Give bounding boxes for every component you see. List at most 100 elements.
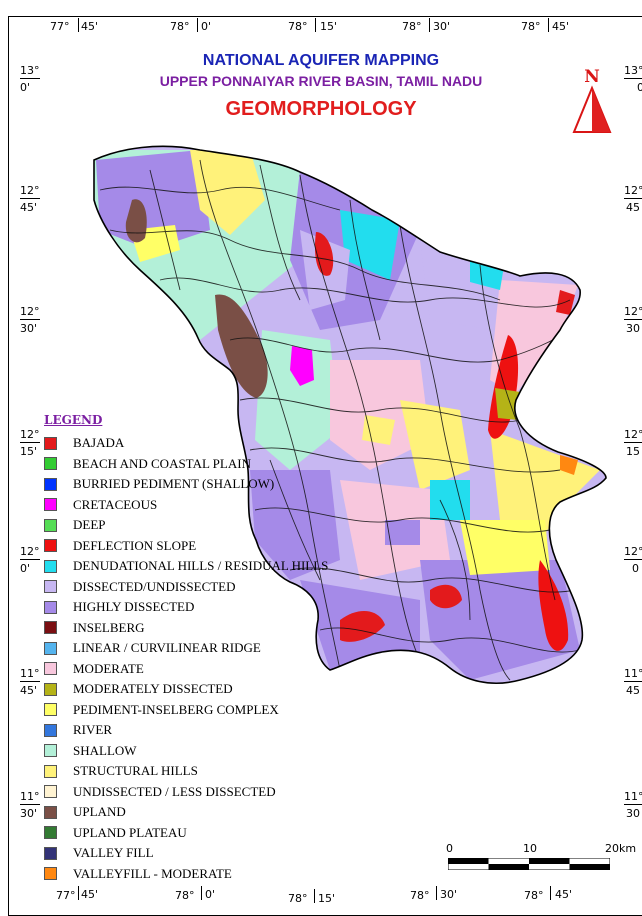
legend-label: PEDIMENT-INSELBERG COMPLEX — [73, 701, 279, 717]
scale-bar-segment — [569, 864, 610, 870]
legend-label: HIGHLY DISSECTED — [73, 599, 195, 615]
bottom-tick-deg: 78° — [410, 889, 430, 902]
right-tick-deg: 12° — [624, 428, 642, 443]
left-tick-min: 30' — [20, 322, 38, 335]
tick-separator — [550, 886, 551, 900]
left-tick-min: 0' — [20, 81, 31, 94]
left-tick-deg: 13° — [20, 64, 40, 79]
north-arrow-fill — [592, 88, 610, 132]
legend-item: UPLAND — [44, 802, 328, 823]
bottom-tick-deg: 78° — [175, 889, 195, 902]
tick-separator — [314, 889, 315, 903]
left-tick-min: 45' — [20, 684, 38, 697]
top-tick-min: 30' — [433, 20, 451, 33]
left-tick: 11°30' — [20, 790, 40, 820]
tick-separator — [201, 886, 202, 900]
bottom-tick-min: 30' — [440, 888, 458, 901]
north-label: N — [584, 67, 600, 87]
legend-label: LINEAR / CURVILINEAR RIDGE — [73, 640, 261, 656]
scale-label-mid: 10 — [523, 842, 537, 855]
legend-item: UPLAND PLATEAU — [44, 823, 328, 844]
legend-item: BAJADA — [44, 433, 328, 454]
left-tick-deg: 11° — [20, 790, 40, 805]
legend-label: INSELBERG — [73, 619, 145, 635]
legend-item: CRETACEOUS — [44, 495, 328, 516]
legend-label: STRUCTURAL HILLS — [73, 763, 198, 779]
tick-separator — [197, 18, 198, 32]
legend-label: UPLAND PLATEAU — [73, 824, 187, 840]
top-tick-deg: 78° — [521, 20, 541, 33]
legend-swatch — [44, 785, 57, 799]
legend-swatch — [44, 744, 57, 758]
legend-item: MODERATELY DISSECTED — [44, 679, 328, 700]
right-tick-min: 0 — [632, 562, 639, 575]
legend-item: BEACH AND COASTAL PLAIN — [44, 454, 328, 475]
legend-item: STRUCTURAL HILLS — [44, 761, 328, 782]
legend-label: MODERATE — [73, 660, 144, 676]
legend-item: RIVER — [44, 720, 328, 741]
right-tick-min: 45 — [626, 201, 640, 214]
legend-item: INSELBERG — [44, 618, 328, 639]
legend-swatch — [44, 580, 57, 594]
right-tick-deg: 12° — [624, 184, 642, 199]
top-tick-deg: 78° — [288, 20, 308, 33]
legend-swatch — [44, 826, 57, 840]
north-arrow-icon: N — [572, 67, 612, 133]
right-tick-deg: 11° — [624, 667, 642, 682]
legend-swatch — [44, 867, 57, 881]
legend-label: BEACH AND COASTAL PLAIN — [73, 455, 251, 471]
right-tick-min: 45 — [626, 684, 640, 697]
scale-label-start: 0 — [446, 842, 453, 855]
legend-item: DEFLECTION SLOPE — [44, 536, 328, 557]
legend-swatch — [44, 559, 57, 573]
legend-label: CRETACEOUS — [73, 496, 158, 512]
legend-label: RIVER — [73, 722, 112, 738]
legend-item: HIGHLY DISSECTED — [44, 597, 328, 618]
legend-label: BURRIED PEDIMENT (SHALLOW) — [73, 476, 275, 492]
legend-swatch — [44, 805, 57, 819]
legend-label: DISSECTED/UNDISSECTED — [73, 578, 236, 594]
legend-swatch — [44, 600, 57, 614]
right-tick: 11°30 — [624, 790, 642, 820]
map-title-basin: UPPER PONNAIYAR RIVER BASIN, TAMIL NADU — [159, 73, 483, 89]
right-tick: 12°45 — [624, 184, 642, 214]
legend-label: UNDISSECTED / LESS DISSECTED — [73, 783, 276, 799]
legend-label: SHALLOW — [73, 742, 137, 758]
legend-title: LEGEND — [44, 413, 103, 427]
top-tick-min: 15' — [320, 20, 338, 33]
scale-bar-segment — [529, 858, 570, 864]
scale-bar — [448, 858, 610, 870]
top-tick-deg: 78° — [170, 20, 190, 33]
scale-bar-segment — [488, 864, 529, 870]
left-tick-min: 45' — [20, 201, 38, 214]
tick-separator — [436, 886, 437, 900]
legend-item: DEEP — [44, 515, 328, 536]
legend-swatch — [44, 457, 57, 471]
legend-item: LINEAR / CURVILINEAR RIDGE — [44, 638, 328, 659]
legend-swatch — [44, 662, 57, 676]
legend-swatch — [44, 846, 57, 860]
scale-label-end: 20km — [605, 842, 637, 855]
bottom-tick-min: 45' — [81, 888, 99, 901]
map-title-theme: GEOMORPHOLOGY — [225, 98, 417, 120]
left-tick-min: 0' — [20, 562, 31, 575]
legend-swatch — [44, 498, 57, 512]
right-tick: 12°30 — [624, 305, 642, 335]
tick-separator — [548, 18, 549, 32]
legend-swatch — [44, 641, 57, 655]
top-tick-deg: 77° — [50, 20, 70, 33]
legend-item: DENUDATIONAL HILLS / RESIDUAL HILLS — [44, 556, 328, 577]
legend-label: MODERATELY DISSECTED — [73, 681, 233, 697]
legend-item: MODERATE — [44, 659, 328, 680]
legend-swatch — [44, 436, 57, 450]
tick-separator — [315, 18, 316, 32]
bottom-tick-deg: 78° — [524, 889, 544, 902]
bottom-tick-min: 0' — [205, 888, 216, 901]
right-tick-min: 30 — [626, 322, 640, 335]
left-tick-min: 15' — [20, 445, 38, 458]
left-tick: 12°0' — [20, 545, 40, 575]
right-tick-min: 0' — [637, 81, 642, 94]
right-tick-deg: 13° — [624, 64, 642, 79]
left-tick: 12°45' — [20, 184, 40, 214]
